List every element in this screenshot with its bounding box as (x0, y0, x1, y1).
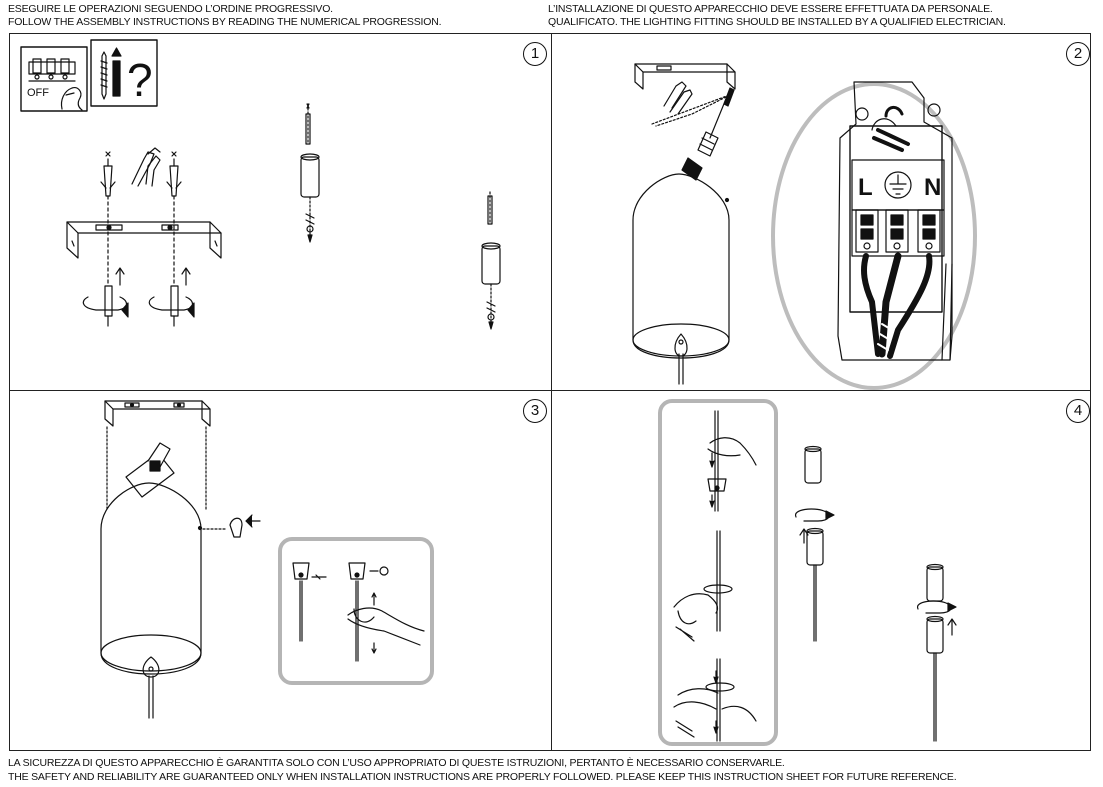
step-2-number: 2 (1066, 42, 1090, 66)
pliers-icon (663, 81, 693, 115)
exploded-pendant-1 (795, 445, 835, 642)
grid-divider-horizontal (10, 390, 1090, 391)
step-3-number: 3 (523, 399, 547, 423)
terminal-live-label: L (858, 174, 873, 201)
instruction-grid: 1 OFF ? (9, 33, 1091, 751)
exploded-fixing-kit-1 (300, 103, 320, 243)
grub-screw-icon (229, 514, 261, 538)
step-2-illustration: L N (632, 63, 977, 390)
step-4-number: 4 (1066, 399, 1090, 423)
terminal-block-zoom (771, 82, 977, 390)
header-left-line2: FOLLOW THE ASSEMBLY INSTRUCTIONS BY READ… (8, 16, 442, 28)
wall-anchor-right (166, 151, 182, 197)
screw-rotation-right (148, 267, 195, 327)
screw-anchor-question-icon (90, 39, 158, 107)
terminal-neutral-label: N (924, 174, 941, 201)
header-right-line1: L’INSTALLAZIONE DI QUESTO APPARECCHIO DE… (548, 3, 993, 15)
pendant-canopy-cylinder (100, 482, 203, 719)
header-left-line1: ESEGUIRE LE OPERAZIONI SEGUENDO L’ORDINE… (8, 3, 333, 15)
step-4-panel: 4 (552, 391, 1090, 750)
header-left: ESEGUIRE LE OPERAZIONI SEGUENDO L’ORDINE… (8, 3, 442, 29)
footer-line1: LA SICUREZZA DI QUESTO APPARECCHIO È GAR… (8, 757, 785, 769)
sequence-frame-3 (673, 658, 757, 742)
sequence-frame-2 (673, 530, 733, 642)
header-right-line2: QUALIFICATO. THE LIGHTING FITTING SHOULD… (548, 16, 1006, 28)
step-2-panel: 2 (552, 34, 1090, 390)
question-mark: ? (127, 54, 153, 106)
exploded-pendant-2 (917, 563, 957, 742)
callout-detail (292, 562, 425, 662)
wall-anchor-left (100, 151, 116, 197)
sequence-frame-1 (707, 410, 757, 512)
mounting-bracket (66, 221, 222, 259)
screw-rotation-left (82, 267, 129, 327)
footer: LA SICUREZZA DI QUESTO APPARECCHIO È GAR… (8, 756, 957, 784)
step-3-panel: 3 (10, 391, 551, 750)
step-4-illustration (658, 399, 957, 746)
detail-callout (278, 537, 434, 685)
footer-line2: THE SAFETY AND RELIABILITY ARE GUARANTEE… (8, 771, 957, 783)
sequence-callout (658, 399, 778, 746)
power-off-switch-icon (20, 46, 88, 112)
switch-off-label: OFF (27, 87, 49, 99)
step-1-illustration: OFF ? (20, 39, 501, 330)
pliers-icon (131, 147, 161, 187)
terminal-block (837, 81, 953, 361)
screwdriver-icon (697, 87, 735, 157)
step-3-illustration (100, 400, 434, 719)
earth-ground-icon (884, 171, 912, 199)
step-1-number: 1 (523, 42, 547, 66)
header-right: L’INSTALLAZIONE DI QUESTO APPARECCHIO DE… (548, 3, 1006, 29)
grid-divider-vertical (551, 34, 552, 750)
pendant-canopy-cylinder (632, 173, 730, 385)
exploded-fixing-kit-2 (481, 191, 501, 330)
step-1-panel: 1 OFF ? (10, 34, 551, 390)
